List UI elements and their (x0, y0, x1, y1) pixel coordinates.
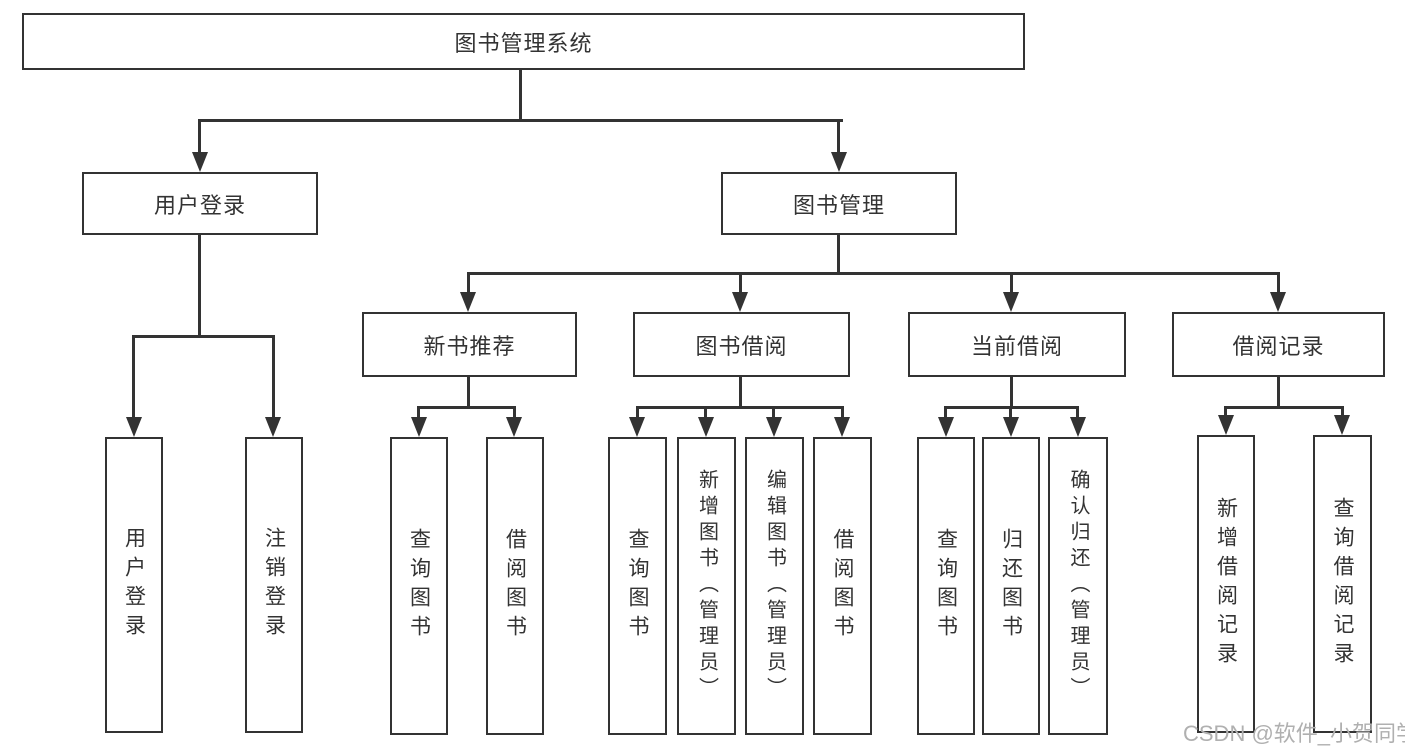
leaf-record-query: 查询借阅记录 (1313, 435, 1372, 733)
connector-drop-cb-query (944, 406, 947, 419)
arrowhead-bb-edit-icon (766, 417, 782, 437)
connector-bookborrow-stem (739, 377, 742, 408)
connector-root-rail (198, 119, 843, 122)
arrowhead-nb-query-icon (411, 417, 427, 437)
connector-drop-cb-confirm (1076, 406, 1079, 419)
connector-newbooks-stem (467, 377, 470, 408)
connector-borrowrecords-stem (1277, 377, 1280, 408)
leaf-confirm-return-admin: 确认归还（管理员） (1048, 437, 1108, 735)
connector-drop-bb-borrow (841, 406, 844, 419)
node-user-login: 用户登录 (82, 172, 318, 235)
connector-currentborrow-stem (1010, 377, 1013, 408)
arrowhead-bb-add-icon (698, 417, 714, 437)
arrowhead-user-login-icon (192, 152, 208, 172)
leaf-record-add: 新增借阅记录 (1197, 435, 1255, 733)
connector-drop-borrowrecords (1277, 272, 1280, 294)
connector-drop-bb-query (636, 406, 639, 419)
connector-userlogin-stem (198, 235, 201, 337)
node-new-book-recommend: 新书推荐 (362, 312, 577, 377)
arrowhead-cb-query-icon (938, 417, 954, 437)
node-current-borrow: 当前借阅 (908, 312, 1126, 377)
arrowhead-br-add-icon (1218, 415, 1234, 435)
arrowhead-bb-borrow-icon (834, 417, 850, 437)
connector-drop-bookborrow (739, 272, 742, 294)
connector-drop-nb-borrow (513, 406, 516, 419)
connector-drop-book-mgmt (837, 119, 840, 155)
node-book-management: 图书管理 (721, 172, 957, 235)
connector-drop-user-login (198, 119, 201, 155)
arrowhead-cb-return-icon (1003, 417, 1019, 437)
leaf-newbook-query: 查询图书 (390, 437, 448, 735)
arrowhead-cb-confirm-icon (1070, 417, 1086, 437)
leaf-logout: 注销登录 (245, 437, 303, 733)
leaf-current-query: 查询图书 (917, 437, 975, 735)
connector-drop-leaf-logout (272, 335, 275, 419)
connector-drop-currentborrow (1010, 272, 1013, 294)
connector-borrowrecords-rail (1224, 406, 1344, 409)
leaf-borrow-edit-admin: 编辑图书（管理员） (745, 437, 804, 735)
arrowhead-book-mgmt-icon (831, 152, 847, 172)
connector-drop-br-query (1341, 406, 1344, 419)
arrowhead-nb-borrow-icon (506, 417, 522, 437)
connector-drop-br-add (1224, 406, 1227, 419)
arrowhead-br-query-icon (1334, 415, 1350, 435)
leaf-newbook-borrow: 借阅图书 (486, 437, 544, 735)
connector-userlogin-rail (132, 335, 275, 338)
node-borrow-records: 借阅记录 (1172, 312, 1385, 377)
node-book-borrow: 图书借阅 (633, 312, 850, 377)
connector-drop-bb-add (704, 406, 707, 419)
arrowhead-newbooks-icon (460, 292, 476, 312)
connector-drop-nb-query (417, 406, 420, 419)
connector-drop-newbooks (467, 272, 470, 294)
node-root: 图书管理系统 (22, 13, 1025, 70)
leaf-current-return: 归还图书 (982, 437, 1040, 735)
leaf-borrow-book: 借阅图书 (813, 437, 872, 735)
arrowhead-leaf-logout-icon (265, 417, 281, 437)
arrowhead-borrowrecords-icon (1270, 292, 1286, 312)
leaf-borrow-add-admin: 新增图书（管理员） (677, 437, 736, 735)
connector-bookborrow-rail (636, 406, 844, 409)
connector-drop-leaf-login (132, 335, 135, 419)
connector-root-stem (519, 70, 522, 121)
connector-bookmgmt-rail (467, 272, 1280, 275)
leaf-borrow-query: 查询图书 (608, 437, 667, 735)
arrowhead-bb-query-icon (629, 417, 645, 437)
arrowhead-leaf-login-icon (126, 417, 142, 437)
arrowhead-bookborrow-icon (732, 292, 748, 312)
connector-bookmgmt-stem (837, 235, 840, 275)
arrowhead-currentborrow-icon (1003, 292, 1019, 312)
csdn-watermark: CSDN @软件_小贺同学 (1183, 721, 1405, 746)
connector-newbooks-rail (417, 406, 516, 409)
connector-drop-bb-edit (772, 406, 775, 419)
connector-drop-cb-return (1009, 406, 1012, 419)
leaf-user-login: 用户登录 (105, 437, 163, 733)
